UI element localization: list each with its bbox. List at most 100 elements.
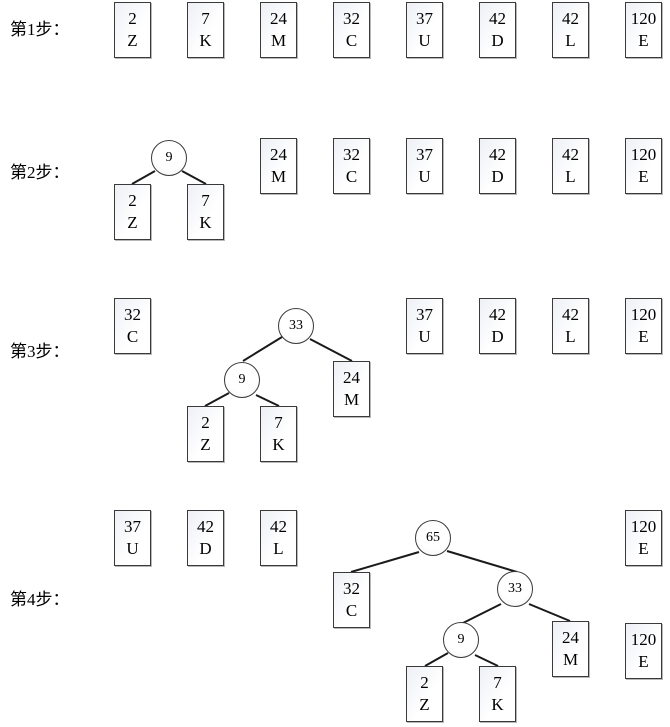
leaf-weight: 24	[270, 145, 287, 164]
leaf-weight: 37	[124, 517, 141, 536]
leaf-char: D	[491, 31, 504, 50]
leaf-char: E	[638, 31, 649, 50]
leaf-weight: 32	[124, 305, 141, 324]
leaf-char: K	[199, 213, 212, 232]
leaf-char: L	[273, 539, 284, 558]
leaf-char: Z	[200, 435, 211, 454]
leaf-char: E	[638, 327, 649, 346]
leaf-char: Z	[419, 695, 430, 714]
leaf-char: D	[491, 167, 504, 186]
leaf-char: Z	[127, 213, 138, 232]
leaf-weight: 42	[489, 305, 506, 324]
leaf-char: M	[562, 650, 579, 669]
leaf-weight: 24	[562, 628, 579, 647]
internal-node: 33	[497, 571, 533, 607]
leaf-weight: 37	[416, 145, 433, 164]
leaf-char: E	[638, 539, 649, 558]
leaf-weight: 42	[562, 305, 579, 324]
leaf-weight: 120	[630, 9, 657, 28]
leaf-char: U	[418, 327, 431, 346]
leaf-weight: 32	[343, 145, 360, 164]
leaf-weight: 2	[420, 673, 429, 692]
leaf-char: K	[491, 695, 504, 714]
leaf-weight: 120	[630, 630, 657, 649]
leaf-char: D	[199, 539, 212, 558]
leaf-weight: 120	[630, 517, 657, 536]
internal-node: 9	[151, 140, 187, 176]
step-1-label: 第1步：	[10, 20, 70, 39]
leaf-weight: 2	[128, 9, 137, 28]
leaf-char: M	[270, 31, 287, 50]
leaf-weight: 32	[343, 579, 360, 598]
leaf-char: E	[638, 167, 649, 186]
leaf-char: C	[345, 601, 358, 620]
leaf-weight: 7	[274, 413, 283, 432]
leaf-weight: 42	[270, 517, 287, 536]
leaf-char: E	[638, 652, 649, 671]
leaf-char: U	[126, 539, 139, 558]
leaf-char: L	[565, 31, 576, 50]
leaf-weight: 7	[493, 673, 502, 692]
leaf-char: L	[565, 167, 576, 186]
leaf-weight: 42	[562, 145, 579, 164]
leaf-char: C	[345, 167, 358, 186]
leaf-weight: 42	[562, 9, 579, 28]
leaf-weight: 32	[343, 9, 360, 28]
leaf-char: M	[270, 167, 287, 186]
leaf-char: K	[272, 435, 285, 454]
leaf-weight: 120	[630, 305, 657, 324]
leaf-weight: 42	[489, 9, 506, 28]
internal-node: 9	[443, 622, 479, 658]
internal-node: 9	[224, 362, 260, 398]
leaf-char: C	[345, 31, 358, 50]
leaf-char: Z	[127, 31, 138, 50]
leaf-char: U	[418, 167, 431, 186]
leaf-weight: 24	[343, 368, 360, 387]
leaf-char: U	[418, 31, 431, 50]
step-4-label: 第4步：	[10, 590, 70, 609]
step-3-label: 第3步：	[10, 342, 70, 361]
leaf-char: L	[565, 327, 576, 346]
leaf-weight: 24	[270, 9, 287, 28]
leaf-char: M	[343, 390, 360, 409]
leaf-weight: 120	[630, 145, 657, 164]
leaf-weight: 2	[201, 413, 210, 432]
leaf-weight: 42	[489, 145, 506, 164]
leaf-weight: 2	[128, 191, 137, 210]
leaf-weight: 42	[197, 517, 214, 536]
internal-node: 33	[278, 308, 314, 344]
leaf-char: D	[491, 327, 504, 346]
leaf-weight: 37	[416, 305, 433, 324]
